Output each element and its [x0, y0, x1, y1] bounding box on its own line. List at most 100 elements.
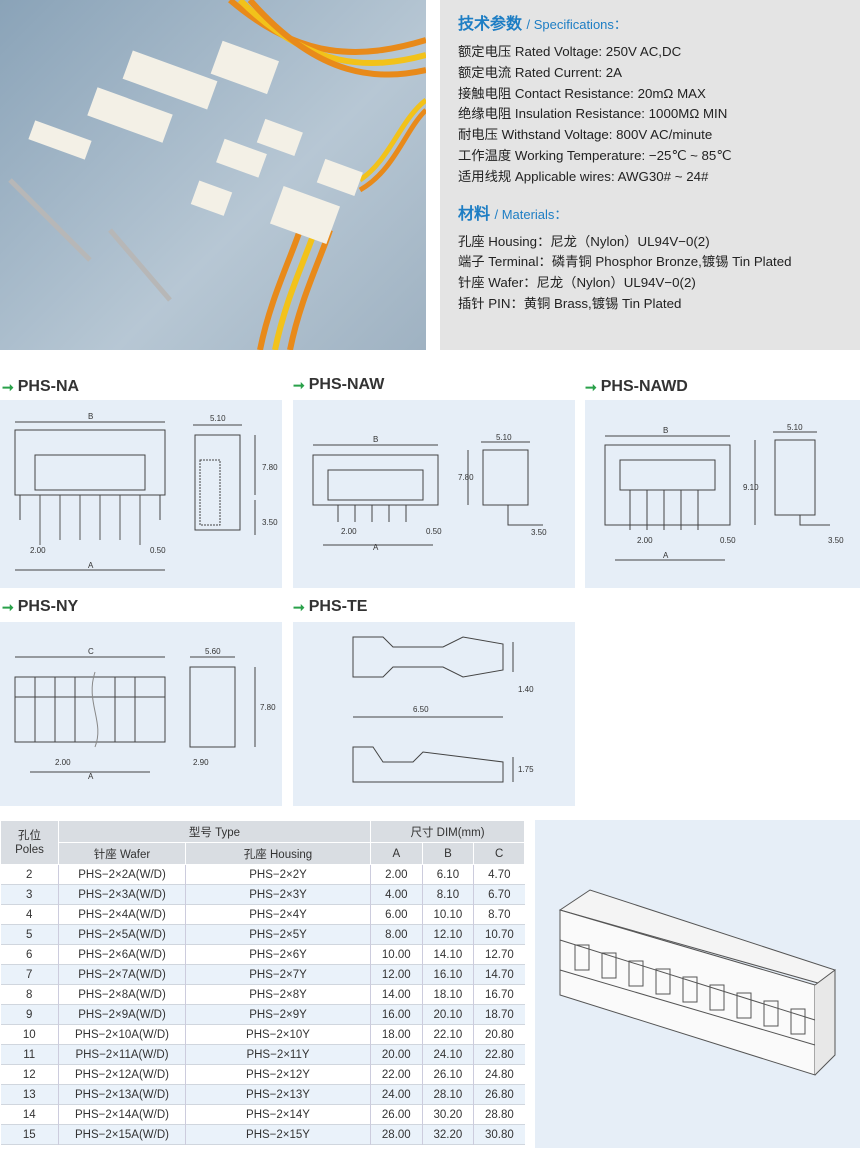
cell-c: 18.70 — [473, 1004, 525, 1025]
cell-wafer: PHS−2×13A(W/D) — [58, 1084, 186, 1105]
arrow-icon: ➞ — [293, 376, 305, 393]
cell-c: 16.70 — [473, 984, 525, 1005]
cell-poles: 15 — [0, 1124, 59, 1145]
cell-b: 30.20 — [421, 1104, 474, 1125]
diagram-title-phs-naw: ➞PHS-NAW — [293, 376, 385, 393]
svg-text:A: A — [663, 551, 669, 560]
cell-wafer: PHS−2×14A(W/D) — [58, 1104, 186, 1125]
cell-housing: PHS−2×4Y — [185, 904, 371, 925]
material-line: 针座 Wafer：尼龙（Nylon）UL94V−0(2) — [458, 275, 696, 291]
svg-text:0.50: 0.50 — [426, 527, 442, 536]
spec-line: 绝缘电阻 Insulation Resistance: 1000MΩ MIN — [458, 106, 728, 122]
cell-a: 6.00 — [370, 904, 423, 925]
spec-line: 工作温度 Working Temperature: −25℃ ~ 85℃ — [458, 147, 732, 163]
cell-b: 26.10 — [421, 1064, 474, 1085]
connector-photo-illustration — [8, 0, 428, 351]
cell-c: 10.70 — [473, 924, 525, 945]
cell-housing: PHS−2×6Y — [185, 944, 371, 965]
cell-poles: 10 — [22, 1028, 36, 1041]
svg-text:2.00: 2.00 — [30, 546, 46, 555]
material-line: 端子 Terminal：磷青铜 Phosphor Bronze,镀锡 Tin P… — [458, 254, 792, 270]
cell-c: 26.80 — [473, 1084, 525, 1105]
cell-housing: PHS−2×13Y — [185, 1084, 371, 1105]
svg-text:6.50: 6.50 — [413, 705, 429, 714]
header-a: A — [370, 842, 423, 865]
cell-poles: 7 — [0, 964, 59, 985]
cell-a: 24.00 — [370, 1084, 423, 1105]
header-dim: 尺寸 DIM(mm) — [370, 820, 525, 843]
cell-housing: PHS−2×2Y — [185, 864, 371, 885]
cell-b: 22.10 — [421, 1024, 474, 1045]
diagram-phs-na: B 5.10 7.80 3.50 2.00 0.50 A — [0, 400, 282, 588]
cell-housing: PHS−2×10Y — [185, 1024, 371, 1045]
diagram-phs-te: 6.50 1.40 1.75 — [293, 622, 575, 806]
housing-slot — [682, 976, 698, 1003]
cell-b: 6.10 — [421, 864, 474, 885]
cell-b: 10.10 — [421, 904, 474, 925]
housing-3d-render — [535, 820, 860, 1148]
header-c: C — [473, 842, 525, 865]
svg-text:5.10: 5.10 — [496, 433, 512, 442]
svg-text:A: A — [373, 543, 379, 552]
cell-a: 26.00 — [370, 1104, 423, 1125]
cell-a: 18.00 — [370, 1024, 423, 1045]
cell-wafer: PHS−2×11A(W/D) — [58, 1044, 186, 1065]
cell-b: 8.10 — [421, 884, 474, 905]
cell-wafer: PHS−2×10A(W/D) — [58, 1024, 186, 1045]
cell-c: 28.80 — [473, 1104, 525, 1125]
cell-wafer: PHS−2×2A(W/D) — [58, 864, 186, 885]
svg-text:1.75: 1.75 — [518, 765, 534, 774]
housing-slot — [763, 1000, 779, 1027]
svg-text:5.10: 5.10 — [787, 423, 803, 432]
svg-text:9.10: 9.10 — [743, 483, 759, 492]
cell-poles: 11 — [0, 1044, 59, 1065]
cell-housing: PHS−2×8Y — [185, 984, 371, 1005]
header-type: 型号 Type — [58, 820, 371, 843]
cell-c: 14.70 — [473, 964, 525, 985]
svg-text:5.10: 5.10 — [210, 414, 226, 423]
svg-text:2.00: 2.00 — [341, 527, 357, 536]
cell-c: 24.80 — [473, 1064, 525, 1085]
cell-housing: PHS−2×7Y — [185, 964, 371, 985]
spec-line: 额定电压 Rated Voltage: 250V AC,DC — [458, 44, 682, 59]
svg-text:0.50: 0.50 — [150, 546, 166, 555]
cell-b: 32.20 — [421, 1124, 474, 1145]
diagram-title-phs-nawd: ➞PHS-NAWD — [585, 378, 688, 395]
cell-poles: 12 — [22, 1068, 36, 1081]
cell-housing: PHS−2×9Y — [185, 1004, 371, 1025]
cell-wafer: PHS−2×12A(W/D) — [58, 1064, 186, 1085]
cell-b: 18.10 — [421, 984, 474, 1005]
header-wafer: 针座 Wafer — [58, 842, 186, 865]
cell-wafer: PHS−2×6A(W/D) — [58, 944, 186, 965]
material-line: 插针 PIN：黄铜 Brass,镀锡 Tin Plated — [458, 295, 682, 311]
arrow-icon: ➞ — [2, 598, 14, 615]
cell-a: 4.00 — [370, 884, 423, 905]
cell-housing: PHS−2×12Y — [185, 1064, 371, 1085]
svg-text:7.80: 7.80 — [260, 703, 276, 712]
cell-c: 22.80 — [473, 1044, 525, 1065]
cell-c: 20.80 — [473, 1024, 525, 1045]
cell-a: 22.00 — [370, 1064, 423, 1085]
housing-slot — [655, 968, 671, 995]
svg-text:0.50: 0.50 — [720, 536, 736, 545]
cell-c: 30.80 — [473, 1124, 525, 1145]
housing-slot — [790, 1008, 806, 1035]
cell-wafer: PHS−2×15A(W/D) — [58, 1124, 186, 1145]
cell-c: 4.70 — [473, 864, 525, 885]
cell-a: 20.00 — [370, 1044, 423, 1065]
arrow-icon: ➞ — [293, 598, 305, 615]
cell-wafer: PHS−2×4A(W/D) — [58, 904, 186, 925]
cell-housing: PHS−2×11Y — [185, 1044, 371, 1065]
arrow-icon: ➞ — [585, 378, 597, 395]
cell-wafer: PHS−2×3A(W/D) — [58, 884, 186, 905]
product-photo — [0, 0, 428, 351]
cell-a: 16.00 — [370, 1004, 423, 1025]
